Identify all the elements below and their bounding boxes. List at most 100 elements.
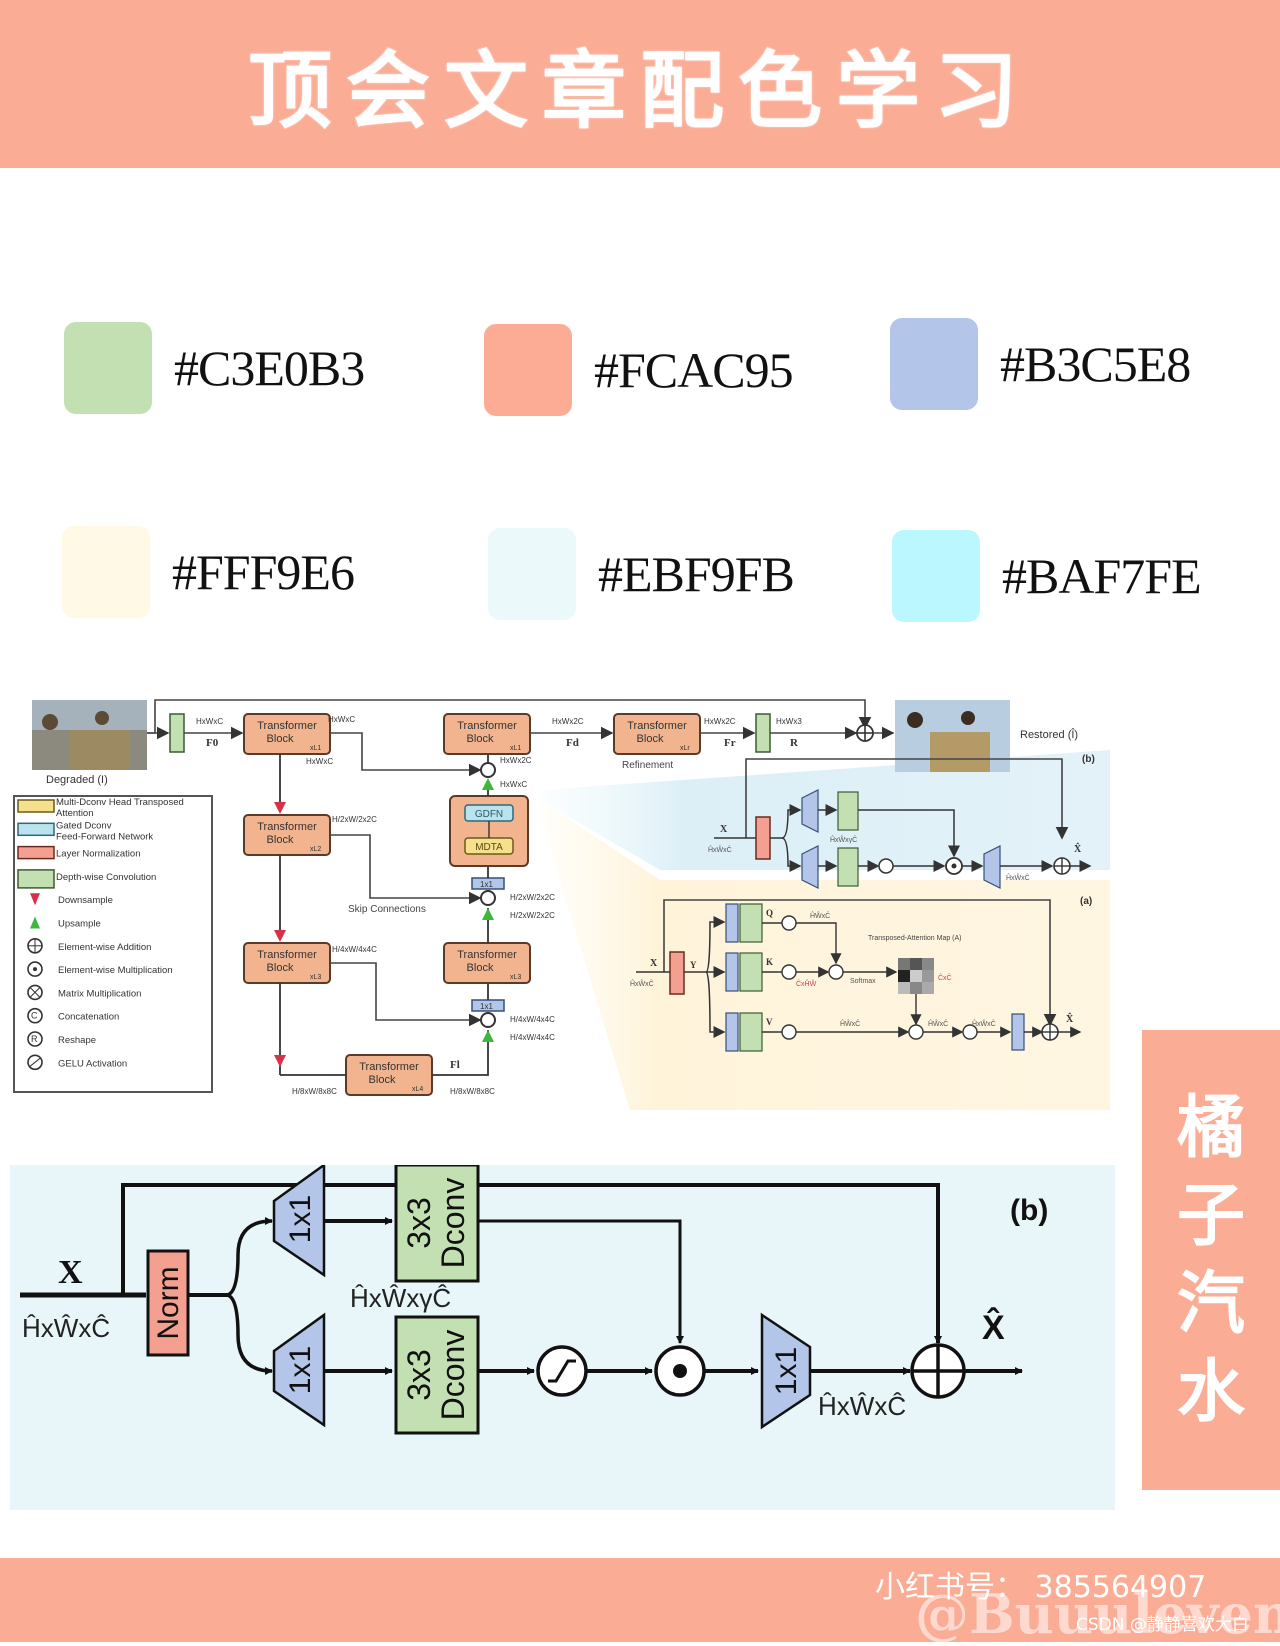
concat-icon <box>480 1012 496 1028</box>
color-swatch <box>484 324 572 416</box>
svg-text:Transposed-Attention Map (A): Transposed-Attention Map (A) <box>868 935 962 942</box>
transformer-block-dec1: Transformer Block xL1 <box>443 713 531 755</box>
dconv-label: 3x3 <box>401 1349 437 1401</box>
svg-text:MDTA: MDTA <box>475 842 503 853</box>
reshape-icon <box>781 964 797 980</box>
svg-text:Block: Block <box>267 962 294 974</box>
feature-label-fr: Fr <box>724 737 736 749</box>
dim-label: HxWxC <box>196 717 223 726</box>
legend-label: Concatenation <box>58 1012 119 1023</box>
dim-label: HxWxC <box>306 757 333 766</box>
matmul-icon <box>908 1024 924 1040</box>
svg-text:Block: Block <box>267 834 294 846</box>
svg-text:GDFN: GDFN <box>475 809 503 820</box>
reshape-icon <box>781 1024 797 1040</box>
dim-label: H/4xW/4x4C <box>332 945 377 954</box>
dim-label: H/4xW/4x4C <box>510 1015 555 1024</box>
svg-text:K: K <box>766 957 773 967</box>
side-banner-char: 子 <box>1176 1176 1245 1256</box>
svg-text:(a): (a) <box>1080 896 1092 907</box>
fork-line-upper <box>225 1217 273 1297</box>
restored-label: Restored (Î) <box>1020 728 1078 741</box>
palette-item: #FCAC95 <box>484 324 794 416</box>
legend-item: Element-wise Multiplication <box>27 961 173 977</box>
legend-label: Layer Normalization <box>56 849 140 860</box>
transformer-block-latent: Transformer Block xL4 <box>345 1054 433 1096</box>
output-xhat-label: X̂ <box>982 1308 1005 1347</box>
gelu-icon <box>878 858 894 874</box>
legend-item: Upsample <box>30 916 101 930</box>
dim-label: HxWx3 <box>776 717 802 726</box>
addition-icon <box>856 724 874 742</box>
dconv-label: Dconv <box>435 1330 471 1421</box>
transformer-block-enc2: Transformer Block xL2 <box>243 814 331 856</box>
downsample-icon <box>274 802 286 814</box>
svg-text:Transformer: Transformer <box>359 1061 419 1073</box>
conv1x1-label: 1x1 <box>284 1195 317 1243</box>
conv1x1-upper <box>272 1165 326 1278</box>
conv1x1-label: 1x1 <box>770 1347 803 1395</box>
color-hex-label: #FFF9E6 <box>172 544 355 600</box>
svg-text:X̂: X̂ <box>1066 1012 1074 1025</box>
dim-label: H/4xW/4x4C <box>510 1033 555 1042</box>
downsample-icon <box>274 930 286 942</box>
svg-text:X: X <box>650 958 658 969</box>
restored-image <box>895 700 1010 772</box>
svg-text:xLr: xLr <box>680 745 690 752</box>
svg-text:xL1: xL1 <box>310 745 321 752</box>
legend-icon-add <box>27 938 43 954</box>
transformer-block-enc3: Transformer Block xL3 <box>243 942 331 984</box>
feature-label-fd: Fd <box>566 737 579 749</box>
legend-item: Downsample <box>30 893 113 906</box>
legend-label: Depth-wise Convolution <box>56 872 156 883</box>
svg-text:Block: Block <box>267 733 294 745</box>
skip-connection-line <box>330 962 482 1027</box>
dim-label: H/8xW/8x8C <box>292 1087 337 1096</box>
output-conv-block <box>755 713 771 753</box>
legend-icon-norm <box>17 845 55 860</box>
svg-text:ĈxĤŴ: ĈxĤŴ <box>796 979 817 988</box>
palette-item: #BAF7FE <box>892 530 1202 622</box>
concat-icon <box>480 890 496 906</box>
skip-connection-line <box>330 834 482 905</box>
legend-label: Upsample <box>58 919 101 930</box>
legend-item: Depth-wise Convolution <box>17 869 156 889</box>
svg-text:ĤŴxĈ: ĤŴxĈ <box>840 1019 860 1028</box>
legend-icon-up <box>30 916 40 929</box>
fork-line-lower <box>225 1293 273 1375</box>
color-swatch <box>488 528 576 620</box>
dim-label: HxWx2C <box>704 717 736 726</box>
palette-item: #C3E0B3 <box>64 322 365 414</box>
reshape-icon <box>781 915 797 931</box>
palette-item: #B3C5E8 <box>890 318 1191 410</box>
concat-icon <box>480 762 496 778</box>
side-banner-char: 橘 <box>1176 1088 1245 1168</box>
legend-icon-3x3-dconv <box>17 869 55 889</box>
legend-label: Multi-Dconv Head Transposed <box>56 797 184 808</box>
dconv-label: Dconv <box>435 1178 471 1269</box>
dconv-lower <box>394 1315 480 1435</box>
svg-text:Transformer: Transformer <box>257 949 317 961</box>
panel-a-mdta: (a) X ĤxŴxĈ Y Q K V ĤŴxĈ ĈxĤŴ Softmax Tr… <box>630 896 1092 1052</box>
refinement-label: Refinement <box>622 760 673 771</box>
conv1x1-label: 1x1 <box>284 1346 317 1394</box>
page-title: 顶会文章配色学习 <box>247 40 1032 140</box>
csdn-credit: CSDN @静静喜欢大白 <box>1076 1615 1249 1635</box>
input-dim-label: ĤxŴxĈ <box>22 1313 110 1343</box>
dim-label: HxWxC <box>328 715 355 724</box>
dim-label: HxWx2C <box>500 756 532 765</box>
svg-text:xL3: xL3 <box>310 974 321 981</box>
skip-connection-line <box>330 732 482 777</box>
svg-text:ĤxŴxĈ: ĤxŴxĈ <box>630 979 654 988</box>
dconv-upper <box>394 1165 480 1283</box>
conv1x1-output <box>760 1312 812 1430</box>
dim-label: H/2xW/2x2C <box>510 893 555 902</box>
legend-item: GELU Activation <box>27 1054 127 1071</box>
palette-item: #FFF9E6 <box>62 526 355 618</box>
gdfn-detail-diagram: X ĤxŴxĈ <box>10 1165 1115 1510</box>
svg-text:Y: Y <box>690 960 697 970</box>
legend: Multi-Dconv Head TransposedAttentionGate… <box>13 795 213 1093</box>
norm-label: Norm <box>152 1266 185 1339</box>
svg-text:(b): (b) <box>1082 754 1095 765</box>
